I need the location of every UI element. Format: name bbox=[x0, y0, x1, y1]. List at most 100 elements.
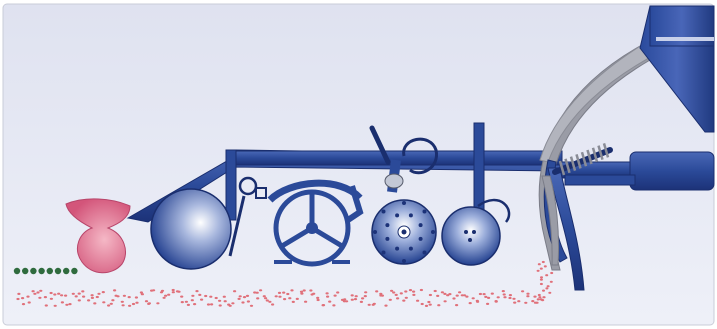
seed-dot bbox=[21, 297, 25, 300]
seed-dot bbox=[539, 278, 543, 281]
seed-dot bbox=[484, 295, 488, 298]
seed-dot bbox=[139, 291, 143, 294]
wheel-stud bbox=[418, 223, 423, 228]
seed-dot bbox=[65, 303, 69, 306]
seed-dot bbox=[476, 300, 480, 303]
spring-coil bbox=[602, 143, 610, 158]
seed-dot bbox=[539, 282, 543, 286]
seed-dot bbox=[60, 301, 64, 304]
drawbar-cylinder bbox=[559, 151, 715, 191]
seed-dot bbox=[440, 291, 444, 294]
seed-dot bbox=[299, 290, 304, 293]
seed-dot bbox=[111, 299, 115, 302]
green-seed-dot bbox=[38, 267, 45, 275]
wheel-stud bbox=[408, 246, 413, 251]
seed-dot bbox=[354, 295, 358, 298]
seed-dot bbox=[536, 298, 540, 301]
wheel-stud bbox=[395, 213, 400, 218]
seed-dot bbox=[462, 294, 467, 297]
seed-dot bbox=[90, 294, 94, 297]
seed-dot bbox=[38, 296, 42, 299]
seed-dot bbox=[513, 301, 517, 304]
seed-dot bbox=[77, 292, 81, 295]
seed-dot bbox=[97, 292, 101, 295]
seed-dot bbox=[233, 290, 237, 293]
seed-dot bbox=[228, 304, 232, 307]
wheel-stud bbox=[422, 250, 427, 255]
seed-dot bbox=[74, 295, 78, 298]
seed-dot bbox=[241, 301, 245, 304]
seed-dot bbox=[238, 295, 242, 298]
seed-dot bbox=[549, 280, 553, 283]
seed-dot bbox=[195, 290, 199, 293]
seed-dot bbox=[49, 297, 54, 300]
seed-dot bbox=[190, 299, 194, 302]
seed-dot bbox=[517, 300, 521, 303]
seed-dot bbox=[246, 300, 250, 303]
seed-dot bbox=[546, 285, 550, 288]
seed-dot bbox=[191, 294, 195, 297]
seed-dot bbox=[304, 300, 308, 303]
seed-dot bbox=[412, 290, 416, 293]
seed-dot bbox=[60, 294, 64, 297]
seed-dot bbox=[353, 298, 358, 301]
seed-dot bbox=[420, 302, 424, 306]
seed-dot bbox=[542, 296, 546, 299]
seed-dot bbox=[375, 290, 379, 293]
seed-dot bbox=[538, 296, 542, 299]
seed-dot bbox=[53, 304, 57, 307]
seed-dot bbox=[49, 291, 53, 295]
seed-dot bbox=[290, 289, 294, 292]
seed-dot bbox=[245, 294, 250, 297]
seed-dot bbox=[64, 294, 68, 297]
wheel-stud bbox=[418, 236, 423, 241]
spring-coil bbox=[591, 147, 599, 163]
seed-dot bbox=[388, 298, 392, 301]
seed-dot bbox=[465, 295, 469, 298]
gauge-wheel bbox=[150, 188, 232, 270]
seed-dot bbox=[193, 303, 197, 306]
seed-dot bbox=[259, 289, 263, 292]
seed-dot bbox=[471, 297, 475, 300]
seed-dot bbox=[396, 297, 400, 300]
seed-dot bbox=[545, 287, 549, 290]
spring-coil bbox=[586, 149, 593, 165]
seed-dot bbox=[436, 294, 440, 297]
seed-dot bbox=[548, 291, 552, 294]
seed-dot bbox=[16, 297, 20, 301]
seed-dot bbox=[478, 292, 482, 296]
seed-dot bbox=[200, 298, 204, 301]
seed-dot bbox=[36, 291, 40, 294]
seed-dot bbox=[102, 301, 106, 304]
seed-dot bbox=[333, 294, 337, 297]
seed-dot bbox=[164, 294, 168, 297]
seed-dot bbox=[180, 295, 184, 298]
seed-dot bbox=[550, 271, 554, 275]
seed-dot bbox=[116, 295, 120, 298]
seed-dot bbox=[21, 303, 26, 306]
seed-dot bbox=[302, 289, 306, 292]
seed-dot bbox=[361, 297, 365, 300]
seed-dot bbox=[416, 299, 420, 302]
seed-dot bbox=[399, 292, 403, 295]
seed-dot bbox=[312, 292, 316, 295]
seed-dot bbox=[446, 294, 450, 297]
seed-dot bbox=[443, 292, 447, 295]
press-roller bbox=[65, 198, 131, 274]
seed-dot bbox=[282, 291, 286, 294]
spring-tensioner bbox=[228, 176, 267, 257]
seed-dot bbox=[345, 300, 349, 303]
seed-dot bbox=[384, 304, 388, 307]
seed-dot bbox=[249, 304, 254, 307]
wheel-stud bbox=[395, 246, 400, 251]
spring-coil bbox=[597, 145, 604, 160]
seed-dot bbox=[321, 304, 326, 307]
seed-dot bbox=[131, 302, 136, 306]
seed-dot bbox=[452, 297, 456, 300]
wheel-stud bbox=[385, 223, 390, 228]
wheel-stud bbox=[408, 213, 413, 218]
seed-dot bbox=[404, 296, 408, 299]
seed-dot bbox=[455, 304, 459, 307]
seed-dot bbox=[328, 300, 332, 303]
seed-dot bbox=[424, 304, 429, 307]
